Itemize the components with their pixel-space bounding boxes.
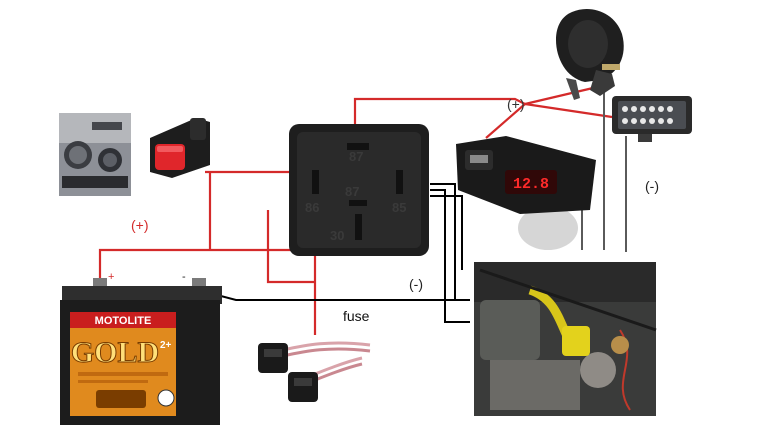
relay-pin-87-top: 87 — [349, 149, 363, 164]
label-plus-top: (+) — [507, 96, 525, 112]
wire-relay-to-fuse-a — [266, 210, 315, 284]
handlebar-photo — [59, 113, 131, 196]
battery-brand: MOTOLITE — [95, 315, 152, 327]
label-battery-neg: - — [182, 271, 186, 283]
relay-pin-87-mid: 87 — [345, 184, 359, 199]
fuse-connector-b — [288, 372, 318, 402]
relay-pin-slot-86 — [312, 170, 319, 194]
voltmeter-screen — [505, 170, 557, 194]
relay: 87 87 86 85 30 — [289, 124, 429, 256]
label-minus-mid: (-) — [409, 276, 423, 292]
wire-hub-to-lightbar — [524, 102, 613, 119]
horn — [556, 8, 624, 100]
label-plus-left: (+) — [131, 217, 149, 233]
wire-relay-ground-c — [430, 195, 463, 270]
relay-pin-30: 30 — [330, 228, 344, 243]
led-light-bar — [612, 96, 692, 142]
relay-pin-slot-30 — [355, 214, 362, 240]
wire-relay-ground-a — [430, 183, 456, 300]
relay-pin-86: 86 — [305, 200, 319, 215]
label-battery-pos: + — [108, 271, 114, 283]
relay-face — [297, 132, 421, 248]
label-fuse: fuse — [343, 308, 370, 324]
handlebar-switch — [150, 118, 210, 178]
battery-product: GOLD — [71, 336, 159, 369]
wire-relay-to-top-hub — [353, 97, 526, 125]
wire-battery-negative — [197, 282, 470, 301]
battery-product-sup: 2+ — [160, 340, 172, 351]
wire-relay-ground-b — [430, 189, 470, 323]
relay-pin-85: 85 — [392, 200, 406, 215]
relay-pin-slot-87-mid — [349, 200, 367, 206]
battery-top — [62, 286, 222, 304]
relay-pin-slot-87-top — [347, 143, 369, 150]
battery: MOTOLITE GOLD 2+ — [60, 278, 222, 425]
voltmeter-reading: 12.8 — [513, 176, 549, 193]
fuse-connector-a — [258, 343, 288, 373]
wire-hub-to-charger — [485, 103, 526, 139]
label-minus-right: (-) — [645, 178, 659, 194]
usb-charger-voltmeter: 12.8 — [456, 136, 596, 250]
positive-wires — [98, 82, 613, 335]
battery-neg-terminal — [192, 278, 206, 288]
accessory-ground-wires — [581, 92, 627, 252]
wire-battery-positive — [98, 248, 298, 278]
fuse-holder — [258, 341, 371, 402]
engine-photo — [474, 262, 657, 416]
relay-pin-slot-85 — [396, 170, 403, 194]
